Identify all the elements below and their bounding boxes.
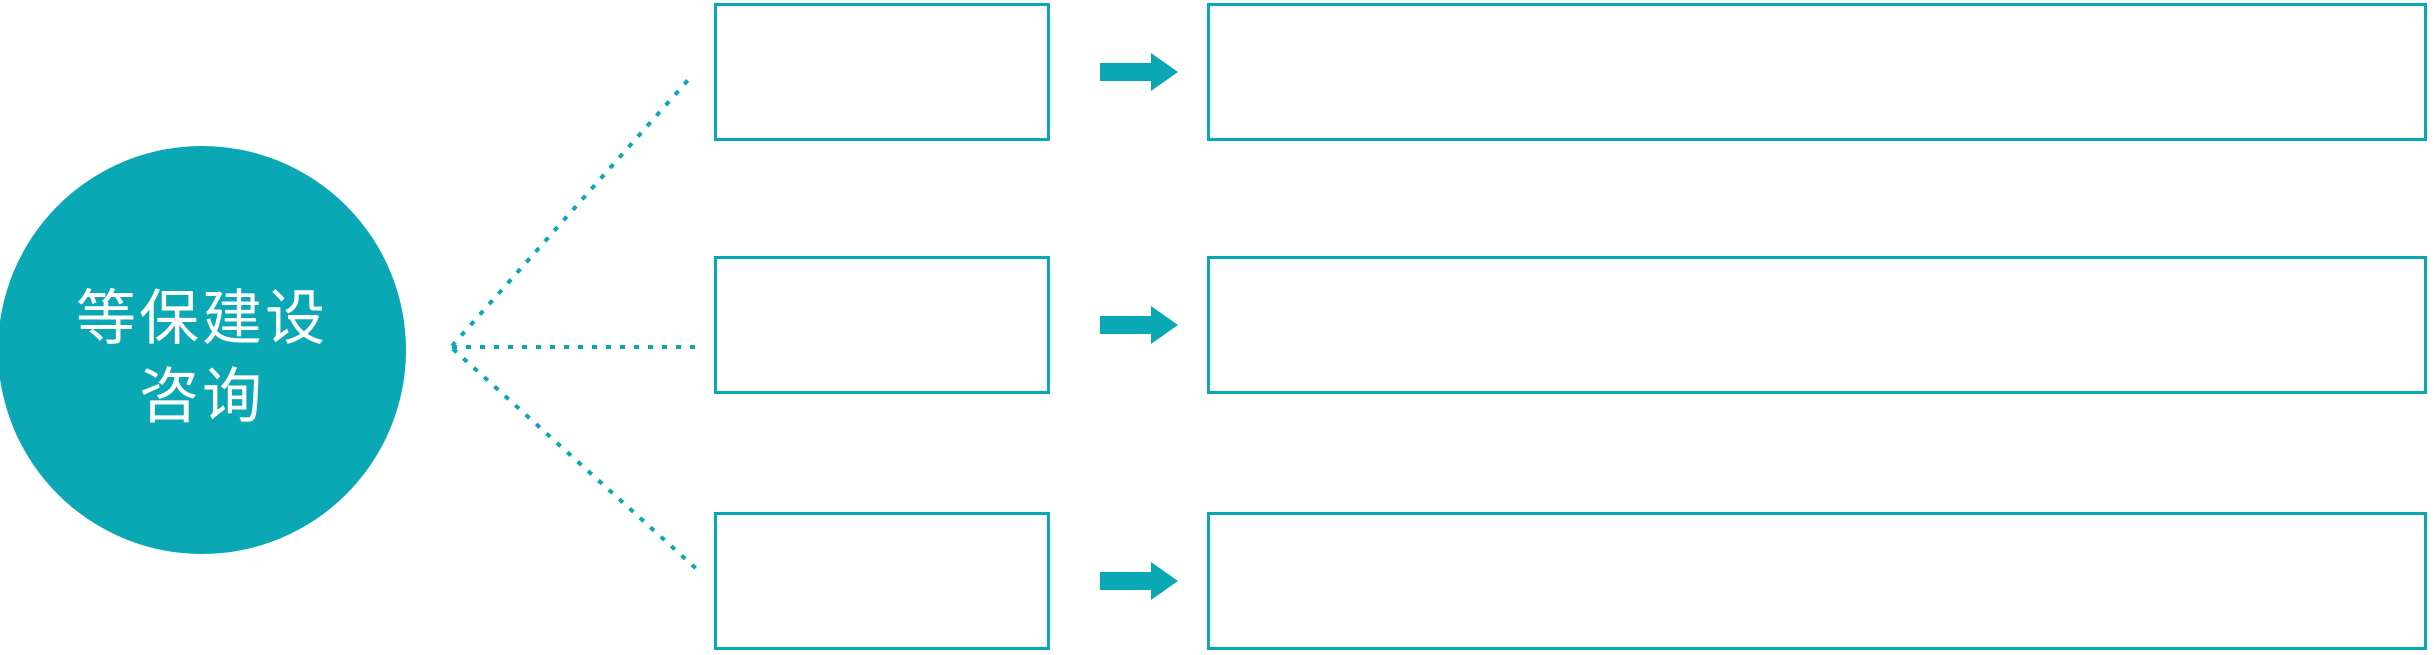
detail-box-2 — [1207, 256, 2427, 394]
stage-box-3 — [714, 512, 1050, 650]
center-node-label-line1: 等保建设 — [76, 284, 328, 354]
detail-box-1 — [1207, 3, 2427, 141]
right-arrow-icon — [1100, 306, 1178, 344]
right-arrow-icon — [1100, 53, 1178, 91]
stage-box-1 — [714, 3, 1050, 141]
detail-box-3 — [1207, 512, 2427, 650]
connector-top-icon — [450, 77, 691, 348]
center-node-label-line2: 咨询 — [139, 362, 265, 432]
stage-box-2 — [714, 256, 1050, 394]
connector-bottom-icon — [451, 347, 703, 575]
center-node-circle: 等保建设 咨询 — [0, 146, 406, 554]
right-arrow-icon — [1100, 562, 1178, 600]
